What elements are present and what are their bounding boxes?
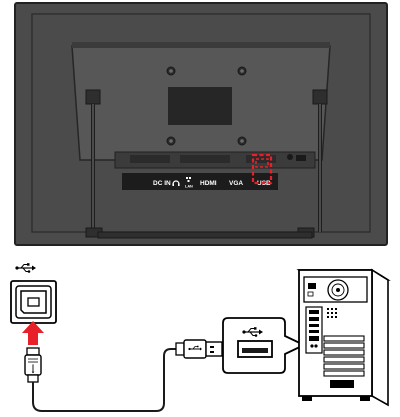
usb-cable bbox=[32, 348, 176, 412]
desktop-tower-pc bbox=[296, 268, 391, 407]
arrow-up-icon bbox=[22, 321, 44, 345]
port-label-strip bbox=[122, 173, 278, 190]
usb-type-b-port bbox=[10, 280, 57, 324]
monitor-rear: DC IN LAN HDMI VGA USB bbox=[14, 2, 388, 246]
center-recess bbox=[168, 87, 232, 125]
headphone-icon bbox=[172, 180, 180, 186]
port-label-lan: LAN bbox=[185, 185, 193, 189]
port-label-vga: VGA bbox=[229, 180, 243, 187]
expansion-slots bbox=[323, 335, 365, 377]
stand-base-bar bbox=[97, 231, 313, 239]
housing-top-lip bbox=[72, 42, 330, 48]
port-label-hdmi: HDMI bbox=[200, 180, 217, 187]
lan-icon bbox=[186, 177, 191, 182]
usb-symbol-top-left bbox=[15, 263, 36, 273]
port-label-dc-in: DC IN bbox=[153, 180, 171, 187]
stand-left bbox=[85, 89, 103, 238]
usb-port-callout bbox=[222, 317, 307, 374]
usb-type-b-plug bbox=[24, 347, 42, 383]
kensington-lock bbox=[287, 154, 293, 160]
usb-icon bbox=[242, 327, 263, 337]
usb-type-a-plug bbox=[175, 339, 223, 359]
usb-port-highlight bbox=[251, 153, 273, 185]
